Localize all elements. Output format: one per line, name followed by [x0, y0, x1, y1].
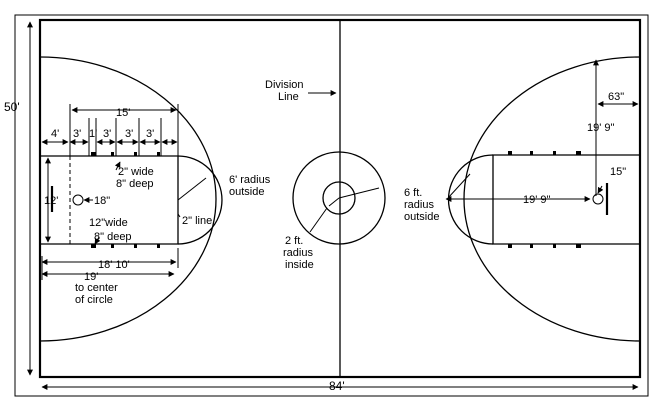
lane-spacing-ticks — [41, 118, 178, 156]
label-2-line: 2" line — [182, 215, 212, 227]
right-lane-hash-marks — [508, 151, 581, 248]
label-19-9a: 19' 9" — [587, 122, 615, 134]
six-radius-diag — [177, 177, 207, 201]
label-18in: 18" — [94, 195, 110, 207]
center-radius-inner — [328, 197, 340, 207]
six-ft-diag — [447, 173, 471, 199]
label-15in: 15" — [610, 166, 626, 178]
label-8-deep-2: 8" deep — [94, 231, 132, 243]
label-division-2: Line — [278, 91, 299, 103]
center-circle-inner — [322, 181, 356, 215]
label-15: 15' — [116, 107, 130, 119]
label-4: 4' — [51, 128, 59, 140]
right-basket — [592, 193, 604, 205]
left-basket — [72, 194, 84, 206]
label-6-radius-1: 6' radius — [229, 174, 271, 186]
label-3b: 3' — [103, 128, 111, 140]
left-free-throw-circle — [177, 155, 223, 245]
center-circle-outer — [292, 151, 386, 245]
dim-15in-arrow — [597, 185, 604, 194]
two-wide-arrow — [114, 161, 121, 171]
label-63: 63" — [608, 91, 624, 103]
center-radius-outer — [338, 187, 380, 199]
label-2ft-3: inside — [285, 259, 314, 271]
label-2-wide: 2" wide — [118, 166, 154, 178]
label-center-1: to center — [75, 282, 118, 294]
twelve-wide-arrow — [94, 236, 101, 245]
label-3c: 3' — [125, 128, 133, 140]
label-12-wide: 12"wide — [89, 217, 128, 229]
label-6ft-2: radius — [404, 199, 434, 211]
left-three-point-arc — [39, 56, 217, 342]
label-19: 19' — [84, 271, 98, 283]
label-1: 1' — [89, 128, 97, 140]
diagram-frame — [14, 14, 649, 397]
label-6ft-1: 6 ft. — [404, 187, 422, 199]
label-2ft-1: 2 ft. — [285, 235, 303, 247]
label-18-10: 18' 10' — [98, 259, 130, 271]
two-line-arrow — [177, 213, 181, 218]
label-division-1: Division — [265, 79, 304, 91]
label-6ft-3: outside — [404, 211, 439, 223]
label-8-deep-1: 8" deep — [116, 178, 154, 190]
center-radius-inner-lead — [309, 207, 328, 233]
left-lane-hash-marks — [91, 152, 160, 248]
label-6-radius-2: outside — [229, 186, 264, 198]
label-19-9b: 19' 9" — [523, 194, 551, 206]
label-3a: 3' — [73, 128, 81, 140]
label-3d: 3' — [146, 128, 154, 140]
label-50: 50' — [4, 100, 20, 114]
left-three-point-line — [40, 57, 236, 341]
label-84: 84' — [329, 379, 345, 393]
label-2ft-2: radius — [283, 247, 313, 259]
label-center-2: of circle — [75, 294, 113, 306]
label-12: 12' — [44, 195, 58, 207]
